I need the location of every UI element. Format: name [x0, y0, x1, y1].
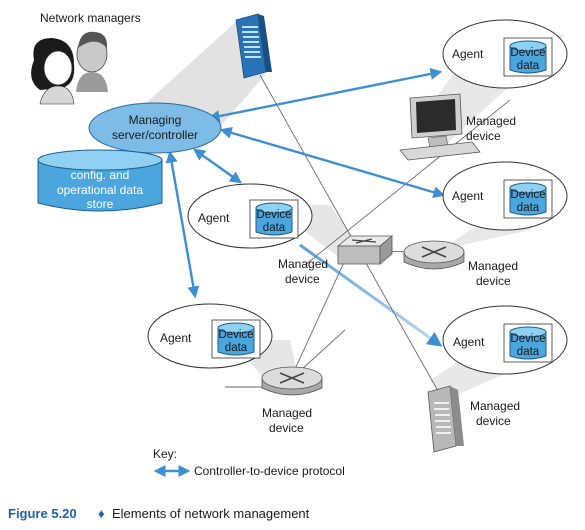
router-icon-bottom: [261, 366, 323, 396]
svg-text:operational data: operational data: [57, 183, 143, 197]
svg-text:store: store: [87, 197, 114, 211]
managed-device-label-desktop-2: device: [466, 129, 501, 143]
svg-text:Device: Device: [510, 189, 545, 201]
svg-text:Agent: Agent: [160, 331, 192, 345]
managed-device-label-desktop: Managed: [466, 114, 516, 128]
server-tower-icon-bottom: [427, 385, 464, 453]
svg-text:Figure 5.20: Figure 5.20: [8, 506, 77, 521]
managed-device-label-router-bottom-2: device: [269, 421, 304, 435]
svg-text:Controller-to-device protocol: Controller-to-device protocol: [194, 464, 345, 478]
svg-text:Managing: Managing: [129, 113, 182, 127]
config-data-store-database-icon: config. and operational data store: [37, 149, 163, 212]
svg-text:server/controller: server/controller: [112, 128, 198, 142]
svg-text:Device: Device: [256, 209, 291, 221]
protocol-arrows: [165, 67, 446, 347]
agent-middle-right: Agent Device data: [442, 161, 568, 231]
svg-text:data: data: [225, 342, 248, 354]
svg-text:data: data: [263, 222, 286, 234]
network-managers-label: Network managers: [40, 11, 141, 25]
svg-text:Key:: Key:: [153, 447, 177, 461]
svg-text:data: data: [517, 346, 540, 358]
managing-server-controller: Managing server/controller: [88, 102, 222, 154]
key-legend: Key: Controller-to-device protocol: [153, 447, 345, 478]
svg-text:Agent: Agent: [453, 335, 485, 349]
managed-device-label-router-right-2: device: [476, 274, 511, 288]
svg-text:config. and: config. and: [71, 168, 130, 182]
managed-device-label-router-right: Managed: [468, 259, 518, 273]
agent-center: Agent Device data: [187, 183, 313, 249]
agent-bottom-right: Agent Device data: [442, 305, 568, 375]
svg-text:♦: ♦: [98, 506, 105, 521]
svg-text:data: data: [517, 202, 540, 214]
desktop-computer-icon: [399, 93, 481, 161]
managed-device-label-switch-2: device: [285, 272, 320, 286]
switch-icon: [336, 235, 394, 265]
figure-caption: Figure 5.20 ♦ Elements of network manage…: [8, 506, 310, 521]
svg-text:Device: Device: [510, 333, 545, 345]
svg-text:Agent: Agent: [452, 47, 484, 61]
managed-device-label-switch: Managed: [278, 257, 328, 271]
managed-device-label-router-bottom: Managed: [262, 406, 312, 420]
svg-text:data: data: [517, 60, 540, 72]
svg-text:Elements of network management: Elements of network management: [112, 506, 310, 521]
managed-device-label-server-2: device: [476, 414, 511, 428]
agent-bottom-left: Agent Device data: [147, 303, 273, 369]
svg-text:Agent: Agent: [452, 189, 484, 203]
svg-text:Device: Device: [218, 329, 253, 341]
router-icon-right: [403, 240, 465, 270]
managed-device-label-server: Managed: [470, 399, 520, 413]
svg-text:Agent: Agent: [198, 211, 230, 225]
agent-top-right: Agent Device data: [442, 19, 568, 89]
server-tower-icon: [235, 13, 272, 79]
people-icon: [31, 31, 108, 105]
svg-text:Device: Device: [510, 47, 545, 59]
